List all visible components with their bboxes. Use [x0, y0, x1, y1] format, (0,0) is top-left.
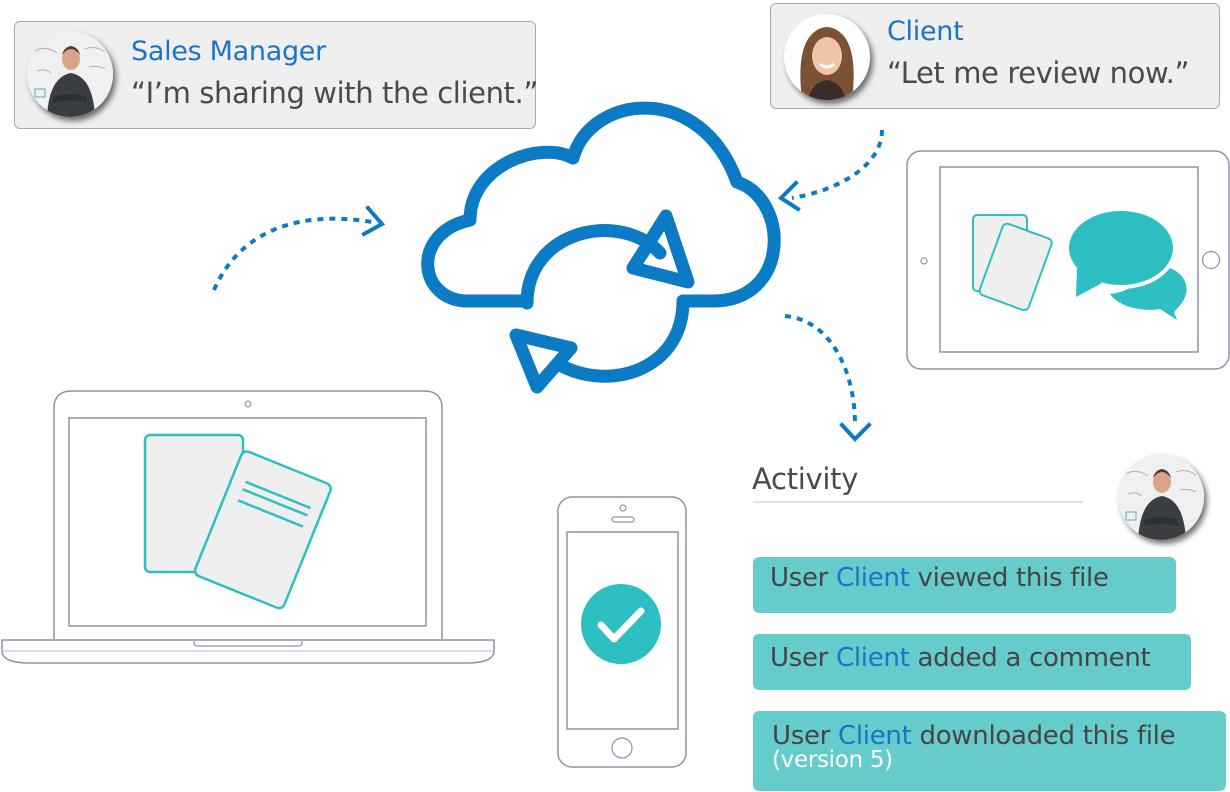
- sales-manager-avatar: [27, 31, 113, 117]
- tablet-documents-icon: [972, 214, 1053, 312]
- activity-item[interactable]: User Client viewed this file: [753, 557, 1176, 613]
- checkmark-icon: [581, 584, 661, 664]
- activity-item-user-link[interactable]: Client: [836, 643, 910, 673]
- arrow-from-tablet-icon: [777, 129, 884, 212]
- activity-item-prefix: User: [772, 721, 831, 751]
- activity-item-detail: (version 5): [772, 747, 893, 773]
- activity-title: Activity: [752, 462, 859, 496]
- cloud-sync-icon: [421, 101, 781, 394]
- client-avatar: [784, 14, 870, 100]
- activity-item[interactable]: User Client downloaded this file (versio…: [753, 711, 1226, 791]
- activity-item-user-link[interactable]: Client: [838, 721, 912, 751]
- chat-bubbles-icon: [1065, 207, 1187, 320]
- activity-avatar: [1118, 454, 1204, 540]
- client-quote: “Let me review now.”: [887, 56, 1190, 90]
- activity-item-prefix: User: [770, 563, 829, 593]
- arrow-to-activity-icon: [784, 314, 872, 442]
- activity-item-user-link[interactable]: Client: [836, 563, 910, 593]
- activity-item[interactable]: User Client added a comment: [753, 634, 1191, 690]
- sales-manager-bubble: Sales Manager “I’m sharing with the clie…: [14, 21, 538, 129]
- client-bubble: Client “Let me review now.”: [770, 3, 1220, 109]
- sales-manager-role: Sales Manager: [131, 36, 326, 67]
- activity-item-action: added a comment: [917, 643, 1151, 673]
- activity-item-action: downloaded this file: [919, 721, 1176, 751]
- arrow-to-cloud-icon: [212, 205, 386, 291]
- activity-divider: [753, 501, 1083, 503]
- activity-item-prefix: User: [770, 643, 829, 673]
- laptop-documents-icon: [143, 433, 332, 610]
- sales-manager-quote: “I’m sharing with the client.”: [131, 76, 538, 110]
- activity-item-action: viewed this file: [917, 563, 1109, 593]
- client-role: Client: [887, 16, 964, 47]
